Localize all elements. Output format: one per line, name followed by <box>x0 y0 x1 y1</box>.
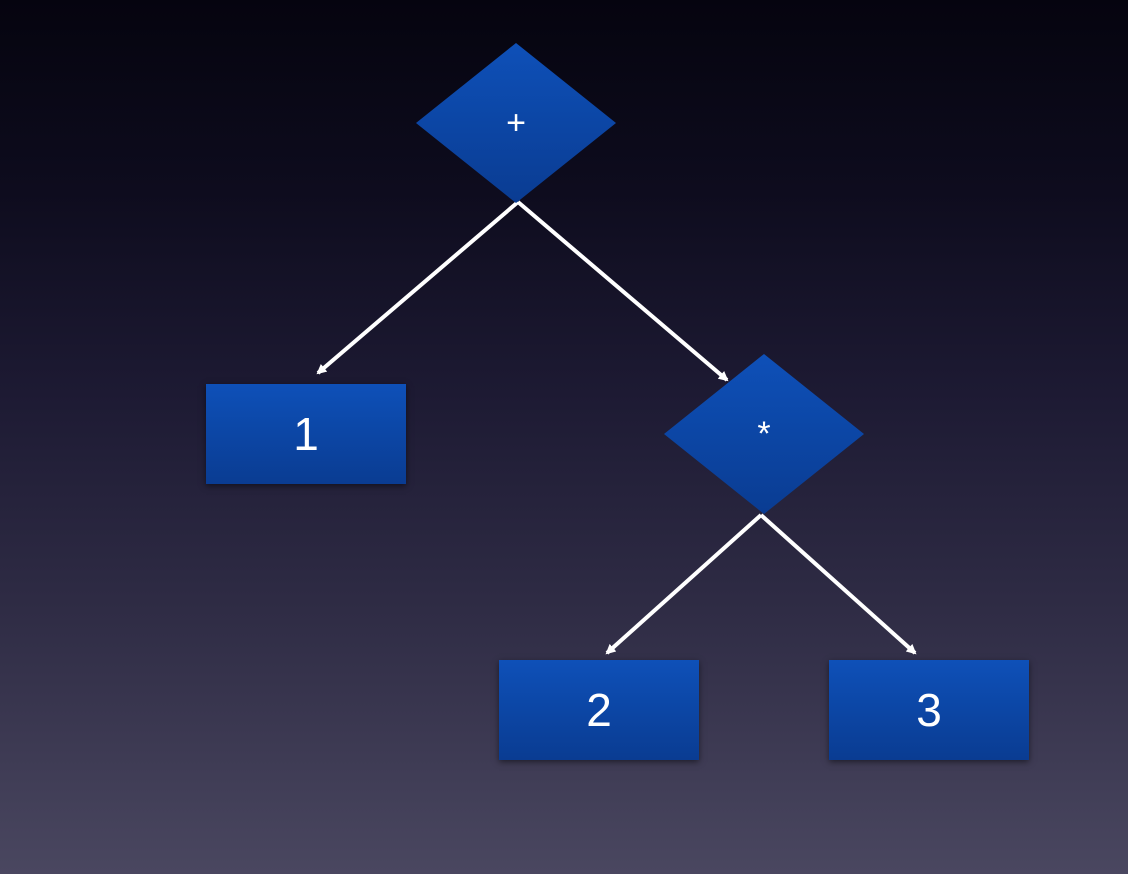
plus-operator-label: + <box>506 103 526 142</box>
leaf-node-2-label: 2 <box>586 684 612 736</box>
plus-operator-node: + <box>416 43 616 203</box>
edge-mult-to-2 <box>605 513 763 655</box>
diamond-shape <box>416 43 616 203</box>
multiply-operator-node: * <box>664 354 864 514</box>
edge-mult-to-3 <box>759 513 917 655</box>
leaf-node-3-label: 3 <box>916 684 942 736</box>
leaf-node-1-label: 1 <box>293 408 319 460</box>
multiply-operator-label: * <box>757 414 771 453</box>
leaf-node-1: 1 <box>206 384 406 484</box>
diamond-shape <box>664 354 864 514</box>
edge-root-to-1 <box>316 200 520 375</box>
leaf-node-2: 2 <box>499 660 699 760</box>
leaf-node-3: 3 <box>829 660 1029 760</box>
edge-root-to-mult <box>516 200 729 382</box>
